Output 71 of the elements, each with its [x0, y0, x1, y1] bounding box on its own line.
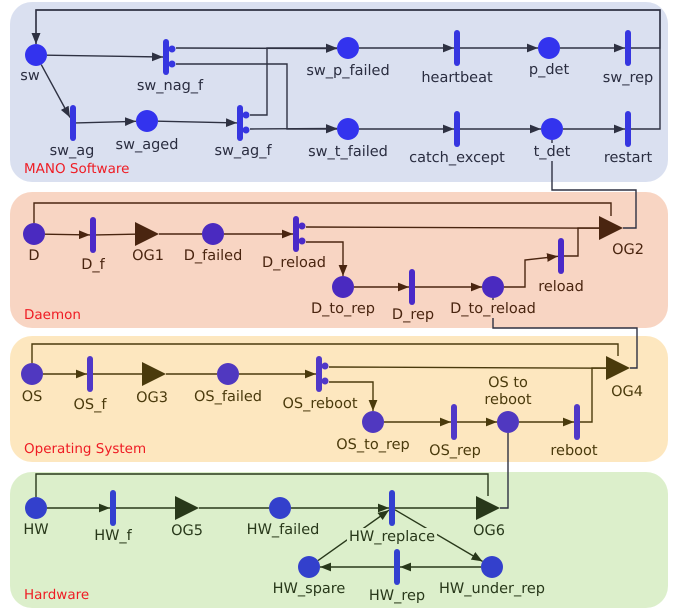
node-label: sw_t_failed — [306, 143, 390, 161]
connector-line — [166, 373, 217, 375]
arrow — [291, 504, 389, 512]
node-label: HW_under_rep — [437, 580, 547, 598]
arrow — [354, 282, 409, 292]
connector-line — [35, 473, 489, 497]
node-label: sw_nag_f — [134, 77, 206, 95]
arrow — [318, 510, 390, 562]
connector-line — [500, 433, 509, 509]
arrow — [394, 509, 483, 562]
arrow — [560, 44, 625, 52]
arrow — [44, 230, 90, 240]
group-panel — [10, 192, 668, 328]
connector-line — [96, 234, 136, 236]
arrow — [359, 124, 454, 134]
group-panel — [10, 2, 668, 182]
connector-line — [31, 343, 619, 363]
node-label: catch_except — [407, 149, 507, 167]
node-label: HW_replace — [346, 528, 438, 546]
arrow — [250, 124, 337, 133]
connector-line — [199, 507, 269, 509]
arrow — [457, 418, 497, 426]
group-panel — [10, 472, 668, 608]
arrow — [176, 63, 337, 134]
arrow — [504, 253, 558, 288]
node-label: sw_ag_f — [212, 142, 274, 160]
arrow — [47, 504, 110, 512]
connector-line — [329, 366, 606, 369]
connector-line — [395, 507, 476, 509]
arrow — [384, 418, 451, 426]
arrow — [224, 230, 293, 238]
connector-line — [33, 202, 612, 223]
arrow — [563, 124, 625, 134]
group-title: Daemon — [24, 307, 81, 323]
connector-line — [580, 367, 606, 423]
arrow — [415, 282, 482, 292]
node-label: OS_to_rep — [334, 436, 412, 454]
arrow — [46, 52, 164, 62]
group-title: MANO Software — [24, 161, 130, 177]
arrow — [329, 381, 378, 411]
arrow — [76, 117, 136, 126]
connector-line — [564, 227, 599, 257]
connector-line — [551, 140, 637, 229]
node-label: sw_aged — [114, 136, 180, 154]
arrow — [460, 124, 541, 134]
group-title: Hardware — [24, 587, 90, 603]
arrow — [519, 418, 574, 426]
node-label: D_to_rep — [309, 300, 377, 318]
arrow — [400, 562, 481, 572]
arrow — [460, 44, 538, 52]
arrow — [158, 118, 238, 128]
arrow — [43, 370, 87, 378]
connector-line — [93, 373, 142, 375]
connector-line — [159, 233, 202, 235]
group-panel — [10, 336, 668, 462]
node-label: OS_reboot — [280, 395, 360, 413]
connector-line — [116, 507, 175, 509]
connector-line — [492, 298, 638, 369]
arrow — [239, 370, 316, 378]
arrow — [306, 241, 348, 276]
node-label: OS_f — [72, 396, 108, 414]
node-label: D_reload — [260, 254, 328, 272]
arrow — [359, 44, 454, 52]
arrow — [40, 64, 71, 118]
connector-line — [306, 226, 599, 229]
arrow — [320, 562, 394, 572]
arrow — [32, 9, 661, 130]
node-label: t_det — [532, 143, 572, 161]
node-label: OS_rep — [427, 442, 483, 460]
group-title: Operating System — [24, 441, 146, 457]
arrow — [250, 44, 337, 116]
